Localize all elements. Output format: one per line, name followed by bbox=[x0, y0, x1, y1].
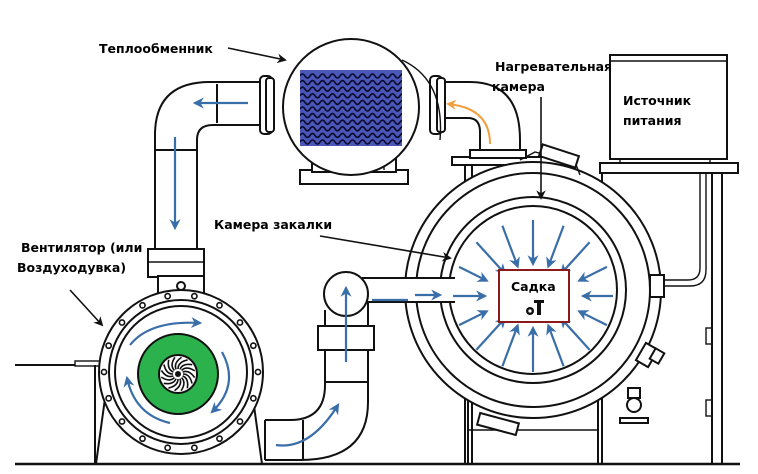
flange-bolt bbox=[236, 418, 244, 425]
flange-bolt bbox=[190, 444, 198, 452]
impeller-blade bbox=[171, 356, 176, 372]
impeller-blade bbox=[174, 356, 182, 370]
impeller-blade bbox=[167, 359, 174, 373]
flange-bolt bbox=[105, 342, 113, 350]
coil-wave bbox=[300, 119, 402, 125]
impeller-blade bbox=[163, 364, 174, 375]
label-load: Садка bbox=[511, 279, 556, 294]
radial-arrow bbox=[475, 316, 507, 351]
flange-bolt bbox=[164, 444, 172, 452]
label-heating-chamber-2: камера bbox=[492, 79, 545, 94]
inlet-pipe bbox=[362, 277, 457, 303]
flange-bolt bbox=[190, 292, 198, 300]
label-quench-chamber: Камера закалки bbox=[214, 217, 333, 232]
impeller-blade bbox=[168, 378, 179, 389]
flange-bolt bbox=[139, 301, 146, 309]
coil-wave bbox=[300, 79, 402, 86]
coil-wave bbox=[300, 86, 402, 92]
coil-wave bbox=[300, 106, 402, 112]
flange-bolt bbox=[118, 319, 126, 326]
pointer-quench-chamber bbox=[319, 235, 452, 262]
radial-arrow bbox=[559, 241, 591, 276]
flange-bolt bbox=[164, 292, 172, 300]
label-fan-2: Воздуходувка) bbox=[17, 260, 127, 275]
gear-and-bolt-icon bbox=[526, 300, 544, 315]
radial-arrow bbox=[559, 316, 591, 351]
heat-exchanger bbox=[282, 38, 442, 185]
flange-bolt bbox=[100, 368, 108, 376]
impeller-blade bbox=[182, 370, 196, 378]
label-heat-exchanger: Теплообменник bbox=[99, 41, 213, 56]
flange-bolt bbox=[236, 319, 244, 326]
label-fan-1: Вентилятор (или bbox=[21, 240, 143, 255]
impeller-blade bbox=[179, 363, 193, 370]
flange-bolt bbox=[118, 418, 126, 425]
radial-arrow bbox=[501, 323, 520, 367]
fan-blower bbox=[95, 275, 264, 465]
radial-flow-arrows bbox=[453, 220, 613, 372]
coil-wave bbox=[300, 132, 402, 139]
impeller-blade bbox=[177, 359, 188, 370]
riser-pipe bbox=[240, 271, 375, 461]
return-duct bbox=[147, 75, 275, 278]
coil-wave bbox=[300, 93, 402, 99]
radial-arrow bbox=[458, 310, 489, 327]
coil-wave bbox=[300, 99, 402, 106]
radial-arrow bbox=[546, 225, 565, 269]
coil-wave bbox=[300, 139, 402, 145]
flange-bolt bbox=[249, 394, 257, 402]
coil-wave bbox=[300, 126, 402, 132]
impeller-blade bbox=[180, 367, 196, 372]
flange-bolt bbox=[216, 435, 223, 443]
label-power-source-2: питания bbox=[623, 113, 682, 128]
impeller-blade bbox=[160, 376, 176, 381]
label-power-source-1: Источник bbox=[623, 93, 692, 108]
flange-bolt bbox=[105, 394, 113, 402]
pointer-heat-exchanger bbox=[227, 47, 287, 64]
load-box bbox=[498, 269, 570, 323]
impeller-blade bbox=[180, 376, 185, 392]
flange-bolt bbox=[139, 435, 146, 443]
impeller-blade bbox=[163, 378, 177, 385]
radial-arrow bbox=[577, 310, 608, 327]
radial-arrow bbox=[475, 241, 507, 276]
radial-arrow bbox=[577, 265, 608, 282]
impeller-blade bbox=[182, 373, 193, 384]
flange-bolt bbox=[254, 368, 262, 376]
radial-arrow bbox=[501, 225, 520, 269]
radial-arrow bbox=[546, 323, 565, 367]
coil-wave bbox=[300, 73, 402, 79]
impeller-blade bbox=[182, 375, 189, 389]
coil-wave bbox=[300, 112, 402, 119]
fan-base bbox=[15, 360, 101, 464]
flange-bolt bbox=[216, 301, 223, 309]
radial-arrow bbox=[458, 265, 489, 282]
impeller-blade bbox=[174, 378, 182, 392]
flange-bolt bbox=[249, 342, 257, 350]
label-heating-chamber-1: Нагревательная bbox=[495, 59, 613, 74]
pointer-fan bbox=[69, 289, 104, 327]
impeller-blade bbox=[160, 370, 174, 378]
